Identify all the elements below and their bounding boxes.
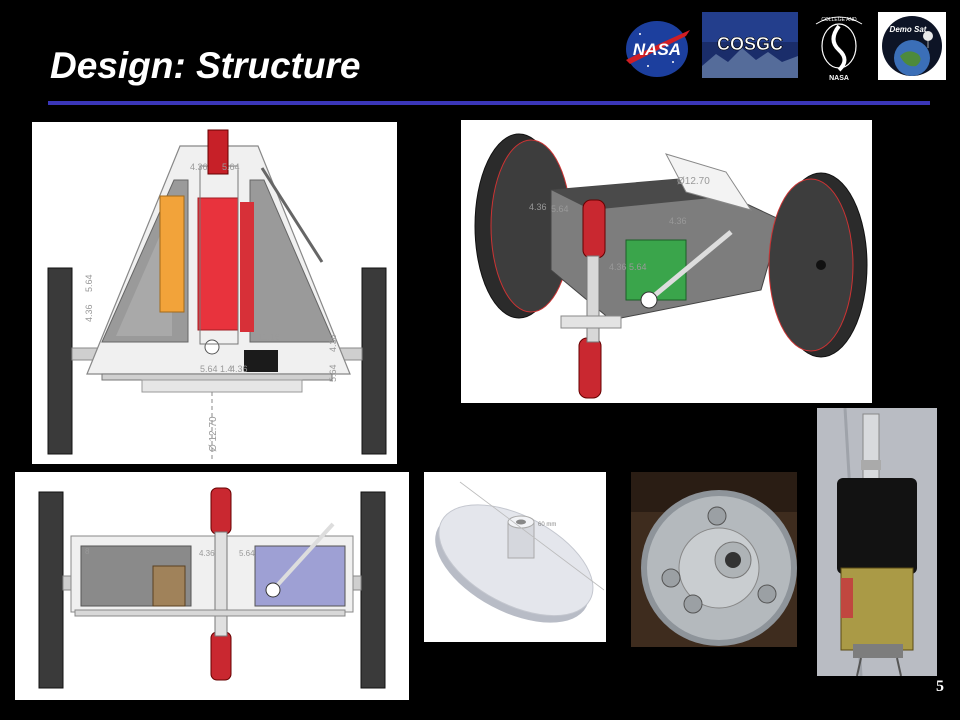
dim-bottom2: 4.36 (230, 364, 248, 374)
side-view-drawing: 8 4.36 5.64 (15, 472, 409, 700)
dim-right2: 5.64 (328, 364, 338, 382)
college-logo: COLLEGE AND NASA (806, 10, 872, 84)
side-dim-b: 5.64 (239, 549, 255, 558)
demosat-logo: Demo Sat (878, 12, 946, 80)
cosgc-logo: COSGC (702, 12, 798, 78)
front-view-drawing: 4.36 5.64 4.36 5.64 4.36 5.64 11.16 5.64… (32, 122, 397, 464)
nasa-logo: NASA (618, 16, 696, 82)
page-number: 5 (936, 678, 944, 695)
iso-dim-a: 4.36 (529, 202, 547, 212)
disc-model-drawing: 60 mm (424, 472, 606, 642)
side-dim-c: 8 (85, 547, 90, 556)
slide-title: Design: Structure (50, 45, 361, 86)
nasa-logo-text: NASA (633, 40, 681, 59)
dim-left2: 5.64 (84, 274, 94, 292)
dim-left: 4.36 (84, 304, 94, 322)
dim-right: 4.36 (328, 334, 338, 352)
cosgc-logo-text: COSGC (717, 34, 783, 54)
iso-dim-diameter: Ø12.70 (677, 176, 710, 187)
iso-dim-b: 5.64 (551, 204, 569, 214)
dim-bottom: 5.64 1.4 (200, 364, 233, 374)
iso-dim-d: 5.64 (629, 262, 647, 272)
side-dim-a: 4.36 (199, 549, 215, 558)
hub-photo (631, 472, 797, 647)
college-logo-arc: COLLEGE AND (821, 17, 857, 23)
disc-dim: 60 mm (538, 522, 556, 528)
college-logo-nasa: NASA (829, 75, 849, 82)
motor-photo (817, 408, 937, 676)
title-divider (48, 101, 930, 105)
dim-top: 4.36 (190, 162, 208, 172)
demosat-logo-text: Demo Sat (890, 25, 927, 34)
iso-dim-c: 4.36 (609, 262, 627, 272)
dim-diameter: Ø 12.70 (208, 416, 219, 452)
isometric-view-drawing: Ø12.70 4.36 5.64 4.36 5.64 4.36 (461, 120, 872, 403)
dim-top2: 5.64 (222, 162, 240, 172)
iso-dim-e: 4.36 (669, 216, 687, 226)
dim-mid: 11.16 (258, 332, 280, 342)
